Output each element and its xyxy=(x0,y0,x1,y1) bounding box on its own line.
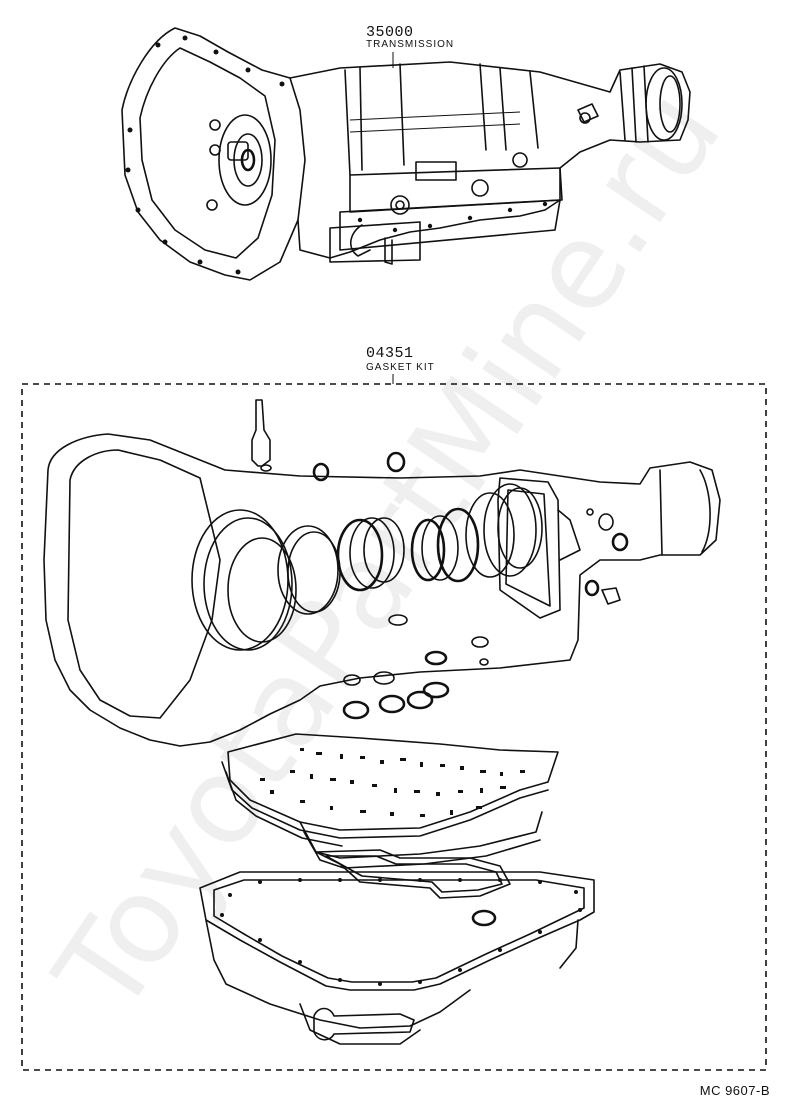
part-name-gasket-kit: GASKET KIT xyxy=(366,362,435,373)
figure-code: MC 9607-B xyxy=(699,1083,770,1098)
gasket-kit-boundary xyxy=(21,374,767,1071)
gasket-kit-illustration xyxy=(43,399,721,1045)
part-number-gasket-kit: 04351 xyxy=(366,345,414,362)
part-number-transmission: 35000 xyxy=(366,24,414,41)
part-name-transmission: TRANSMISSION xyxy=(366,39,455,50)
transmission-illustration xyxy=(121,27,691,281)
